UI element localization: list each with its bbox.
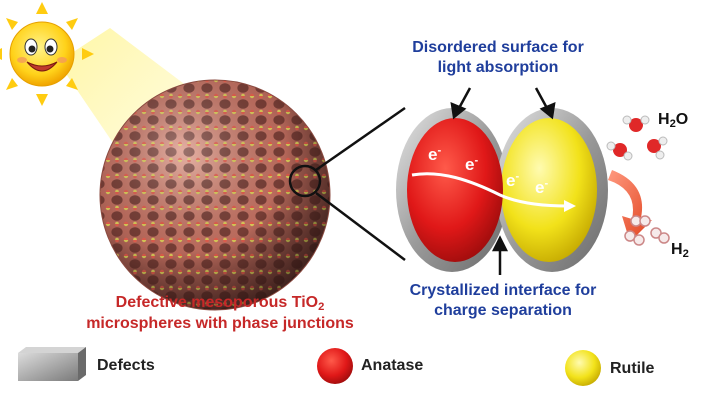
zoom-line-bottom <box>315 192 406 261</box>
disordered-line-2: light absorption <box>437 59 559 76</box>
sun-icon <box>0 2 94 106</box>
crystallized-line-1: Crystallized interface for <box>409 282 597 299</box>
disordered-line-1: Disordered surface for <box>412 39 584 56</box>
yellow-sphere-icon <box>565 350 601 386</box>
red-sphere-icon <box>317 348 353 384</box>
sphere-caption: Defective mesoporous TiO2 microspheres w… <box>80 293 360 334</box>
disordered-surface-label: Disordered surface for light absorption <box>383 38 613 78</box>
zoom-circle <box>288 164 322 198</box>
hydrogen-molecules <box>624 215 670 246</box>
electron-label-1: e- <box>428 144 442 164</box>
electron-label-4: e- <box>535 177 549 197</box>
gray-block-icon <box>18 347 86 381</box>
hydrogen-label: H2 <box>671 241 689 260</box>
crystallized-interface-label: Crystallized interface for charge separa… <box>383 281 623 321</box>
legend-rutile: Rutile <box>610 360 655 377</box>
sphere-caption-line-1: Defective mesoporous TiO2 <box>115 294 325 313</box>
water-molecules <box>606 115 668 161</box>
phase-junction <box>396 108 608 272</box>
electron-label-2: e- <box>465 154 479 174</box>
electron-transfer-arrow <box>411 172 569 208</box>
zoom-line-top <box>315 106 406 172</box>
legend-anatase: Anatase <box>361 357 424 374</box>
legend-defects: Defects <box>97 357 155 374</box>
anatase-particle <box>407 118 503 262</box>
tio2-microsphere <box>99 79 331 311</box>
sphere-caption-line-2: microspheres with phase junctions <box>86 314 354 332</box>
crystallized-line-2: charge separation <box>434 302 572 319</box>
legend-swatches <box>18 347 601 386</box>
rutile-particle <box>501 118 597 262</box>
electron-label-3: e- <box>506 170 520 190</box>
water-label: H2O <box>658 111 689 130</box>
pointer-arrows <box>450 87 556 275</box>
